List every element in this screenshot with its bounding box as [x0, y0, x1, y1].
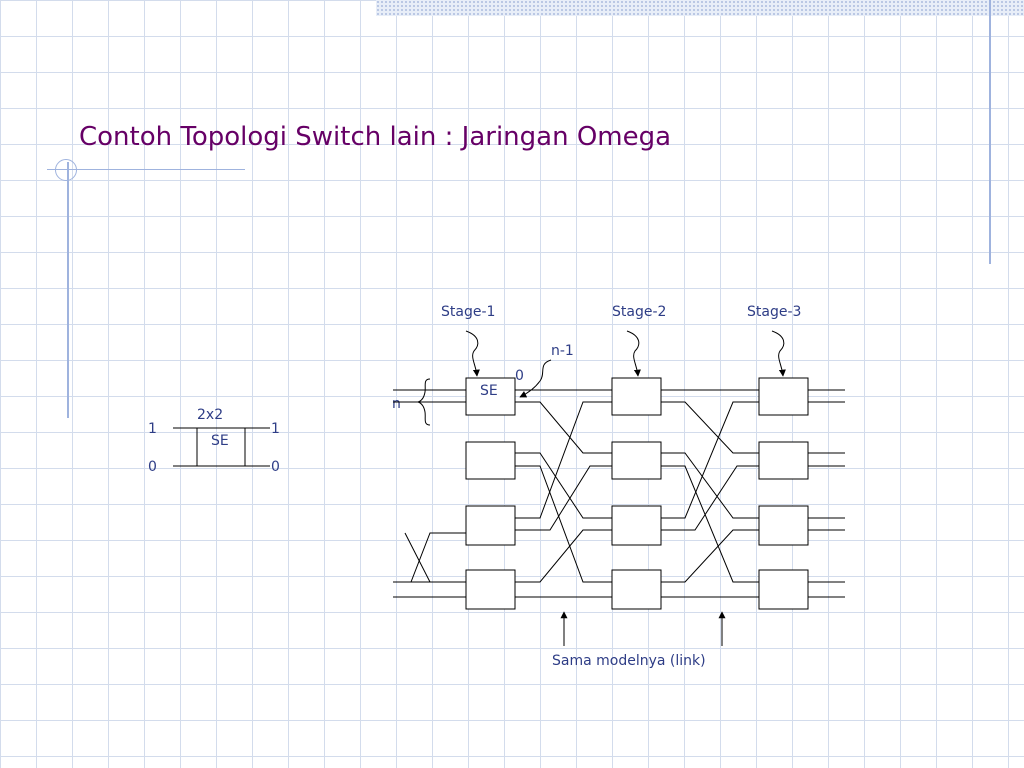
title-underline — [47, 169, 245, 170]
se-box-s3-r1 — [758, 377, 809, 416]
input-wire-cross-b — [393, 532, 466, 583]
link-s1-s2-g — [515, 529, 612, 583]
se-box-s3-r4 — [758, 569, 809, 610]
port-arrow-icon — [519, 359, 552, 398]
link-s1-s2-b — [515, 401, 612, 454]
se-box-s1-r4 — [465, 569, 516, 610]
stage-2-label: Stage-2 — [612, 304, 666, 320]
link-s1-s2-e — [515, 401, 612, 519]
small-se-output-top: 1 — [271, 421, 280, 437]
port-bottom-label: 0 — [515, 368, 524, 384]
small-se-input-top: 1 — [148, 421, 157, 437]
top-decor-band — [376, 0, 1024, 16]
small-se-input-bottom: 0 — [148, 459, 157, 475]
link-s1-s2-d — [515, 465, 612, 583]
network-wiring — [393, 389, 845, 598]
left-decor-rule — [67, 162, 69, 418]
se-box-s3-r2 — [758, 441, 809, 480]
link-s2-s3-d — [661, 465, 759, 583]
stage-2-arrow-icon — [626, 330, 641, 377]
se-box-s2-r3 — [611, 505, 662, 546]
stage-3-label: Stage-3 — [747, 304, 801, 320]
n-label: n — [392, 396, 401, 412]
small-se-element — [173, 427, 270, 467]
se-box-s2-r2 — [611, 441, 662, 480]
se-box-s1-r3 — [465, 505, 516, 546]
stage-1-arrow-icon — [465, 330, 480, 377]
link-s2-s3-b — [661, 401, 759, 454]
se-box-s1-r2 — [465, 441, 516, 480]
small-se-box-label: SE — [211, 433, 229, 449]
small-se-output-bottom: 0 — [271, 459, 280, 475]
port-top-label: n-1 — [551, 343, 574, 359]
se-box-s2-r1 — [611, 377, 662, 416]
small-se-size-label: 2x2 — [197, 407, 223, 423]
right-decor-rule — [989, 0, 991, 264]
link-s2-s3-e — [661, 401, 759, 519]
stage-3-arrow-icon — [771, 330, 786, 377]
input-wire-cross-a — [393, 532, 431, 583]
link-s2-s3-g — [661, 529, 759, 583]
link-s2-s3-c — [661, 452, 759, 519]
stage-1-label: Stage-1 — [441, 304, 495, 320]
se-box-s3-r3 — [758, 505, 809, 546]
link-s2-s3-f — [661, 465, 759, 531]
crosshair-icon — [55, 159, 77, 181]
link-note-label: Sama modelnya (link) — [552, 653, 706, 669]
se-box-s1-r1 — [465, 377, 516, 416]
se-box-s2-r4 — [611, 569, 662, 610]
link-s1-s2-c — [515, 452, 612, 519]
se-box-label: SE — [480, 383, 498, 399]
slide-title: Contoh Topologi Switch lain : Jaringan O… — [79, 122, 672, 152]
link-s1-s2-f — [515, 465, 612, 531]
